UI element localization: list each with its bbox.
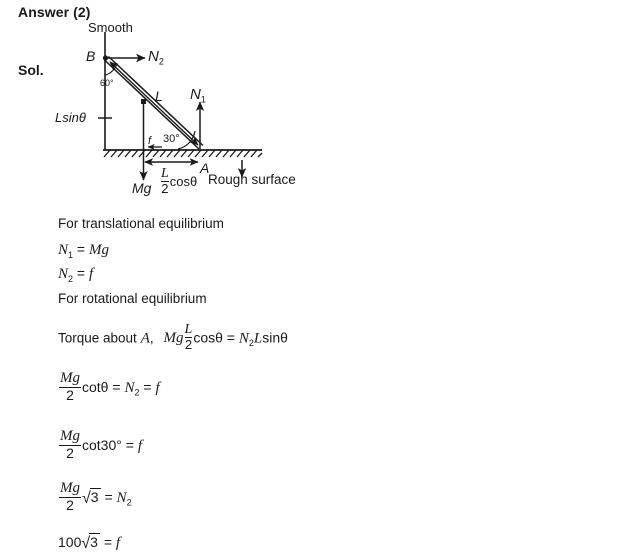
lever-arm-denominator: 2 [161,181,169,197]
normal-wall-label: N2 [148,48,164,67]
smooth-wall-label: Smooth [88,20,133,35]
sqrt3-radicand: 3 [89,487,101,505]
sqrt3-den: 2 [66,497,74,514]
equation-cot-theta: Mg 2 cotθ = N2 = f [58,370,160,404]
torque-prefix: Torque about [58,330,137,346]
cot30-bar [59,444,81,447]
eq-n2-rhs: f [89,266,94,282]
cot-theta-n-subscript: 2 [134,387,140,398]
rod-edge-upper [103,59,200,150]
rod-length-arrow [109,61,199,146]
wall-height-label: Lsinθ [55,110,86,125]
torque-point: A [140,330,150,347]
angle-30-label: 30° [163,133,180,145]
weight-text: Mg [132,180,152,196]
equation-n2: N2 = f [58,265,93,284]
lever-arm-label: L 2 cosθ [160,167,198,197]
lever-arm-cos: cosθ [169,174,198,190]
angle-60-label: 60° [100,78,114,88]
wall-height-text: Lsinθ [55,110,86,125]
final-coefficient: 100 [58,534,82,550]
centre-of-mass-dot [141,99,146,104]
torque-sin: sinθ [262,329,288,346]
equation-n1: N1 = Mg [58,241,109,260]
normal-wall-subscript: 2 [158,56,164,67]
torque-cos: cosθ [193,329,223,346]
cot-theta-f: f [155,379,160,396]
torque-frac-num: L [184,322,193,337]
eq-n1-symbol: N [58,242,69,258]
normal-wall-symbol: N [148,48,159,65]
normal-ground-symbol: N [190,86,201,103]
torque-frac-den: 2 [184,337,193,353]
solution-label: Sol. [18,62,44,78]
angle-60-arc [105,62,118,76]
eq-n2-symbol: N [58,266,69,282]
lever-arm-bar [161,181,169,183]
cot-theta-n-symbol: N [124,379,135,396]
torque-l: L [253,330,263,347]
translational-equilibrium-heading: For translational equilibrium [58,216,224,231]
sqrt3-n-symbol: N [116,489,127,506]
point-b-dot [102,55,109,61]
rotational-equilibrium-heading: For rotational equilibrium [58,291,207,306]
torque-equals: = [226,329,235,346]
rod-length-label: L [155,88,163,104]
diagram-svg [98,32,263,181]
cot30-fn: cot30° [82,436,122,453]
sqrt3-n-subscript: 2 [126,497,132,508]
cot30-num: Mg [60,428,80,444]
torque-n-subscript: 2 [248,338,254,349]
point-b-label: B [86,48,96,64]
final-equals: = [103,534,113,550]
cot30-fraction: Mg 2 [59,428,81,462]
sqrt3-fraction: Mg 2 [59,480,81,514]
final-radicand: 3 [89,533,100,550]
sqrt3-radical-sign: √ [82,489,91,507]
weight-label: Mg [132,180,151,196]
final-f: f [115,535,121,551]
free-body-diagram: Smooth B N2 60° L N1 Lsinθ f 30° A Mg L … [0,18,360,218]
rough-surface-label: Rough surface [208,172,296,187]
normal-ground-label: N1 [190,86,206,105]
ground-hatching [103,149,263,158]
eq-n1-equals: = [76,241,86,257]
eq-n2-equals: = [76,265,86,281]
eq-n1-subscript: 1 [68,249,74,260]
point-a-label: A [200,160,210,176]
torque-comma: , [149,330,154,346]
sqrt3-bar [59,496,81,499]
cot-theta-equals-1: = [112,378,121,395]
final-radical-sign: √ [81,535,91,552]
torque-n-symbol: N [238,330,249,347]
friction-label: f [148,135,152,147]
cot-theta-equals-2: = [143,378,152,395]
lever-arm-fraction: L 2 [161,167,169,196]
equation-sqrt3: Mg 2 √3 = N2 [58,480,132,514]
equation-final: 100√3 = f [58,533,120,552]
cot-theta-num: Mg [60,370,80,386]
sqrt3-num: Mg [60,480,80,496]
equation-cot-30: Mg 2 cot30° = f [58,428,142,462]
normal-ground-subscript: 1 [200,94,206,105]
cot-theta-fn: cotθ [82,378,109,395]
eq-n2-subscript: 2 [68,273,74,284]
torque-mg: Mg [163,330,184,347]
sqrt3-equals: = [104,488,113,505]
cot30-equals: = [125,436,134,453]
cot30-f: f [137,437,142,454]
lever-arm-numerator: L [161,166,169,181]
torque-frac-bar [184,337,193,339]
angle-30-arc [177,130,196,150]
answer-heading: Answer (2) [18,4,91,20]
cot-theta-den: 2 [66,387,74,404]
cot-theta-fraction: Mg 2 [59,370,81,404]
cot-theta-bar [59,386,81,389]
eq-n1-rhs: Mg [89,242,109,258]
cot30-den: 2 [66,445,74,462]
